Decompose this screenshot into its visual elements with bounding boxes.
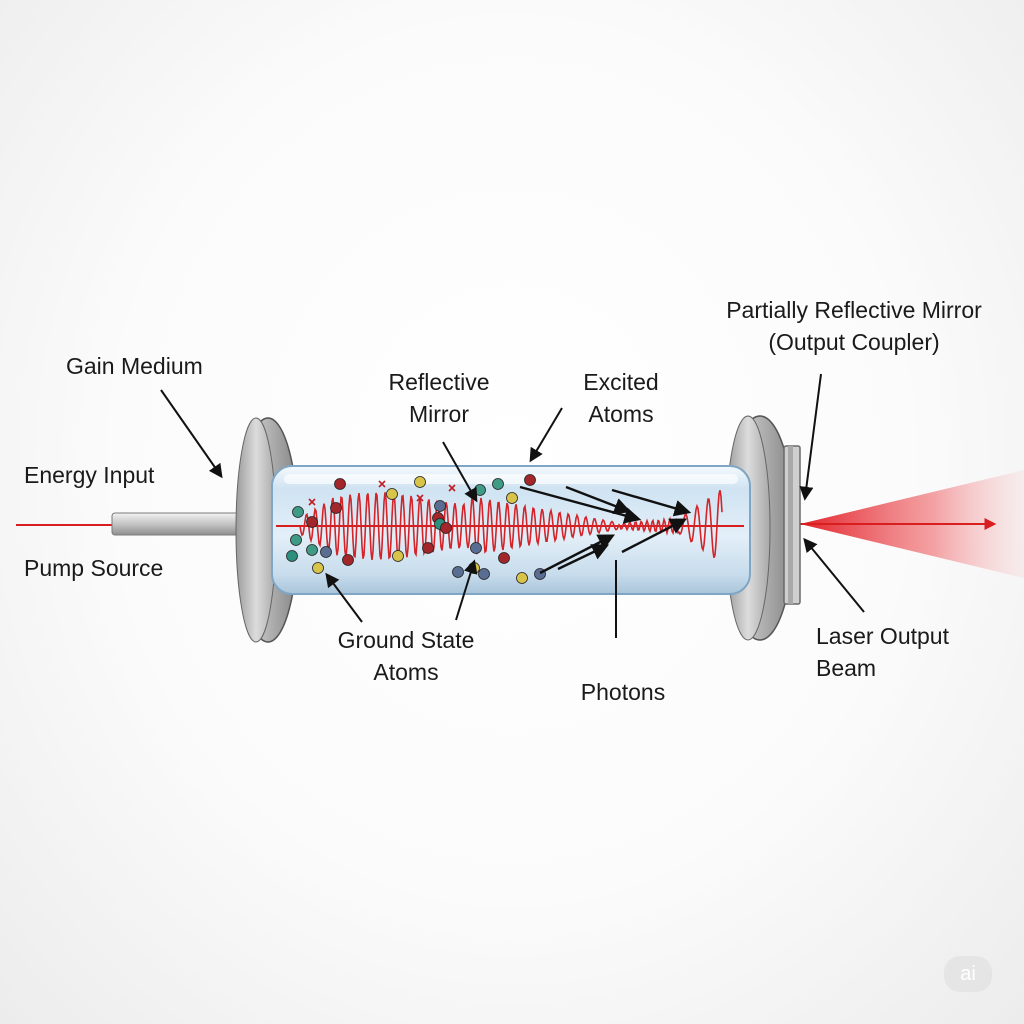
label-ground-state-atoms: Ground State Atoms: [326, 624, 486, 688]
excitation-marks: [308, 480, 456, 506]
atom: [414, 476, 426, 488]
atom: [440, 522, 452, 534]
label-pump-source: Pump Source: [24, 555, 164, 581]
label-reflective-mirror-line2: Mirror: [408, 401, 470, 427]
photon-arrows: [519, 485, 692, 575]
output-coupler-leader: [799, 373, 822, 501]
output-coupler-plate: [783, 445, 801, 605]
label-partially-reflective-mirror-line1: Partially Reflective Mirror: [726, 297, 982, 323]
label-excited-atoms-line1: Excited: [583, 369, 659, 395]
ground-state-atoms-leader-right: [455, 559, 478, 621]
atom: [452, 566, 464, 578]
label-laser-output-beam-line1: Laser Output: [816, 623, 949, 649]
atom: [342, 554, 354, 566]
atom: [506, 492, 518, 504]
label-ground-state-atoms-line1: Ground State: [337, 627, 475, 653]
laser-output-beam-leader: [803, 537, 865, 613]
label-partially-reflective-mirror-line2: (Output Coupler): [768, 329, 940, 355]
atom: [290, 534, 302, 546]
atom: [312, 562, 324, 574]
atom: [474, 484, 486, 496]
label-ground-state-atoms-line2: Atoms: [373, 659, 439, 685]
atom: [286, 550, 298, 562]
label-laser-output-beam-line2: Beam: [816, 655, 877, 681]
atom: [334, 478, 346, 490]
atom: [434, 500, 446, 512]
label-energy-input: Energy Input: [24, 462, 155, 488]
label-photons: Photons: [580, 679, 666, 705]
label-laser-output-beam: Laser Output Beam: [816, 620, 949, 684]
atom: [306, 544, 318, 556]
atom: [498, 552, 510, 564]
atom: [492, 478, 504, 490]
ai-watermark-badge: ai: [944, 956, 992, 992]
atom: [422, 542, 434, 554]
atom: [306, 516, 318, 528]
atom: [386, 488, 398, 500]
atom: [516, 572, 528, 584]
label-gain-medium: Gain Medium: [66, 353, 203, 379]
gain-medium-leader: [160, 389, 223, 479]
label-excited-atoms-line2: Atoms: [588, 401, 654, 427]
atom: [392, 550, 404, 562]
label-partially-reflective-mirror: Partially Reflective Mirror (Output Coup…: [708, 294, 1000, 358]
excited-atoms-leader: [529, 407, 563, 463]
label-reflective-mirror: Reflective Mirror: [380, 366, 498, 430]
atom: [470, 542, 482, 554]
atom: [478, 568, 490, 580]
label-excited-atoms: Excited Atoms: [568, 366, 674, 430]
atom: [320, 546, 332, 558]
label-reflective-mirror-line1: Reflective: [388, 369, 490, 395]
atom: [292, 506, 304, 518]
ground-state-atoms-leader-left: [325, 572, 363, 623]
reflective-mirror-leader: [442, 441, 478, 503]
photon-wave: [299, 490, 723, 560]
atom: [330, 502, 342, 514]
pump-rod: [111, 512, 241, 536]
atom: [524, 474, 536, 486]
